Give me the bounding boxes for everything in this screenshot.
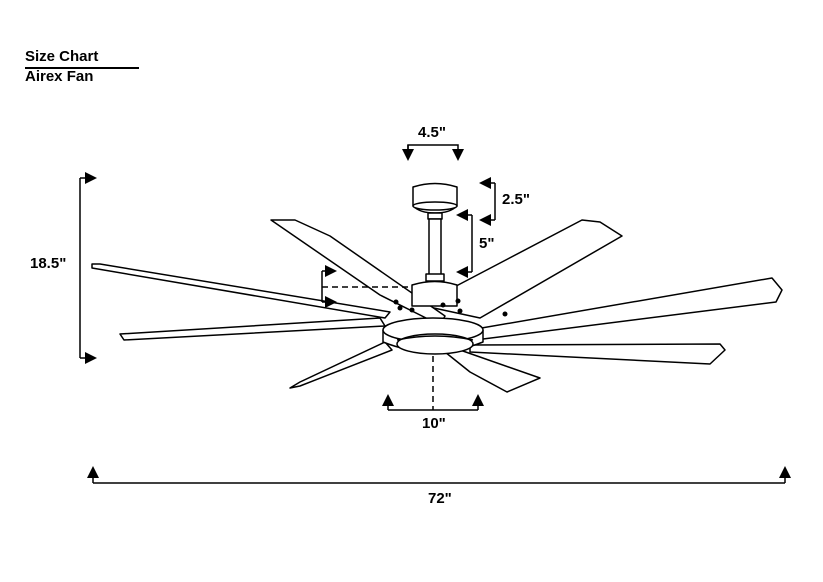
downrod-length-label: 5": [479, 235, 494, 252]
product-name: Airex Fan: [25, 68, 94, 85]
blade-upper-right: [419, 219, 623, 319]
motor-housing: [411, 280, 458, 307]
light-diameter-label: 10": [422, 415, 446, 432]
blade-upper-left: [270, 219, 446, 326]
blade-right-lower: [469, 343, 726, 365]
title-divider: [25, 67, 139, 69]
downrod: [428, 218, 442, 276]
blade-left-long: [91, 263, 391, 319]
canopy-width-label: 4.5": [418, 124, 446, 141]
blade-lower-right: [444, 349, 541, 393]
overall-height-label: 18.5": [30, 255, 66, 272]
light-kit: [396, 333, 474, 355]
blade-left-lower: [119, 317, 386, 341]
blade-screws: [393, 298, 508, 317]
blade-lower-left: [289, 341, 393, 389]
chart-title: Size Chart: [25, 48, 99, 65]
canopy-height-label: 2.5": [502, 191, 530, 208]
blade-span-label: 72": [428, 490, 452, 507]
